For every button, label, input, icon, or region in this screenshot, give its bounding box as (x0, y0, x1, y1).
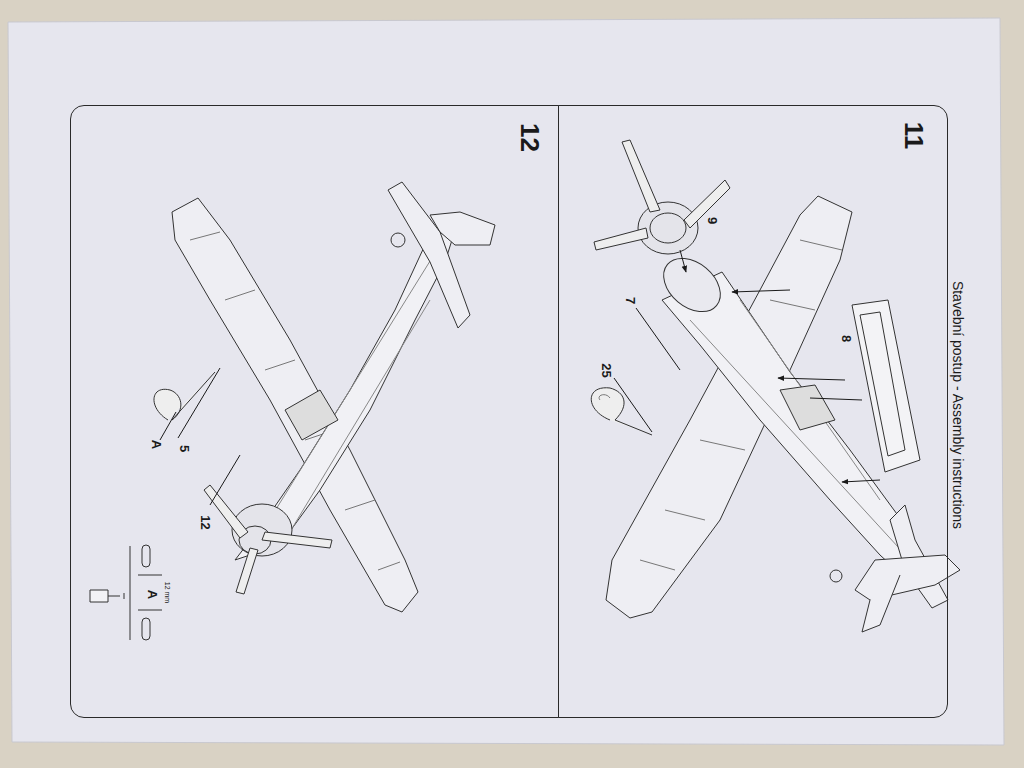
callout-number: 9 (706, 216, 719, 223)
callout-number: A (150, 439, 163, 448)
callout-number: 8 (840, 334, 853, 341)
callout-number: 12 mm (164, 581, 171, 602)
step-number: 12 (514, 123, 545, 152)
callout-number: 7 (624, 296, 637, 303)
page-title: Stavební postup - Assembly instructions (950, 281, 966, 529)
aircraft-step-12 (90, 182, 495, 640)
callout-number: 12 (199, 515, 212, 529)
callout-number: A (146, 589, 159, 598)
aircraft-step-11 (591, 140, 960, 632)
step-panel: 11 (558, 105, 948, 718)
callout-number: 5 (178, 444, 191, 451)
callout-number: 25 (600, 363, 613, 377)
step-panel: 12 (70, 105, 559, 718)
paper-sheet (8, 18, 1004, 745)
step-number: 11 (898, 122, 929, 150)
